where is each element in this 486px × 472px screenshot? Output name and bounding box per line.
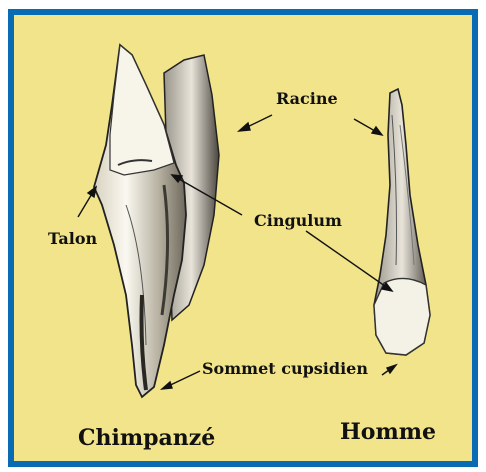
label-cingulum: Cingulum (254, 211, 342, 230)
arrowhead-racine-homme (372, 127, 382, 135)
label-homme: Homme (340, 419, 436, 445)
arrowhead-sommet-chimp (162, 382, 172, 389)
human-tooth (374, 89, 430, 355)
label-chimpanze: Chimpanzé (78, 425, 215, 451)
arrow-cingulum-homme (306, 231, 392, 291)
chimpanzee-tooth (94, 45, 219, 397)
label-sommet-cupsidien: Sommet cupsidien (202, 359, 368, 378)
figure-frame: Racine Talon Cingulum Sommet cupsidien C… (8, 9, 478, 467)
label-talon: Talon (48, 229, 97, 248)
label-racine: Racine (276, 89, 338, 108)
arrowhead-talon (88, 187, 96, 197)
arrowhead-racine-chimp (239, 123, 250, 131)
arrowhead-sommet-homme (387, 365, 396, 373)
